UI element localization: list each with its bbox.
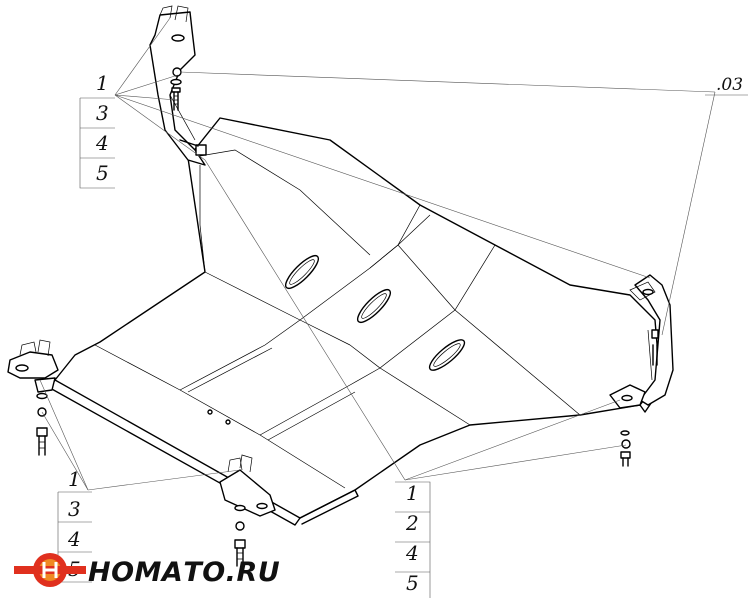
callout-label: 5 [406, 571, 419, 595]
callout-group-bottom-right: 1 2 4 5 [395, 481, 431, 598]
skid-plate [49, 117, 661, 526]
callout-label: 3 [96, 101, 109, 125]
logo-emblem-icon [14, 553, 86, 587]
bracket-top-left [149, 5, 207, 166]
callout-label: 5 [96, 161, 109, 185]
bracket-right [609, 274, 674, 467]
callout-label: 4 [95, 131, 109, 155]
vent-slot [356, 288, 392, 324]
watermark-text: НОМАТО.RU [88, 557, 280, 588]
callout-label: 1 [406, 481, 419, 505]
reference-label: .03 [705, 75, 748, 96]
reference-code: .03 [716, 75, 743, 95]
callout-label: 4 [67, 527, 81, 551]
callout-label: 3 [68, 497, 81, 521]
callout-label: 2 [405, 511, 419, 535]
leader-lines [39, 17, 716, 491]
callout-label: 4 [405, 541, 419, 565]
callout-label: 1 [68, 467, 81, 491]
bolt-icon [234, 504, 246, 567]
bolt-icon [651, 329, 659, 366]
watermark-logo: НОМАТО.RU [14, 553, 280, 588]
vent-slot [428, 339, 466, 371]
callout-label: 1 [96, 71, 109, 95]
bolt-icon [36, 392, 48, 456]
bolt-icon [620, 430, 631, 467]
vent-slot [284, 254, 320, 290]
callout-group-top-left: 1 3 4 5 [79, 71, 115, 189]
bracket-left [7, 339, 59, 456]
